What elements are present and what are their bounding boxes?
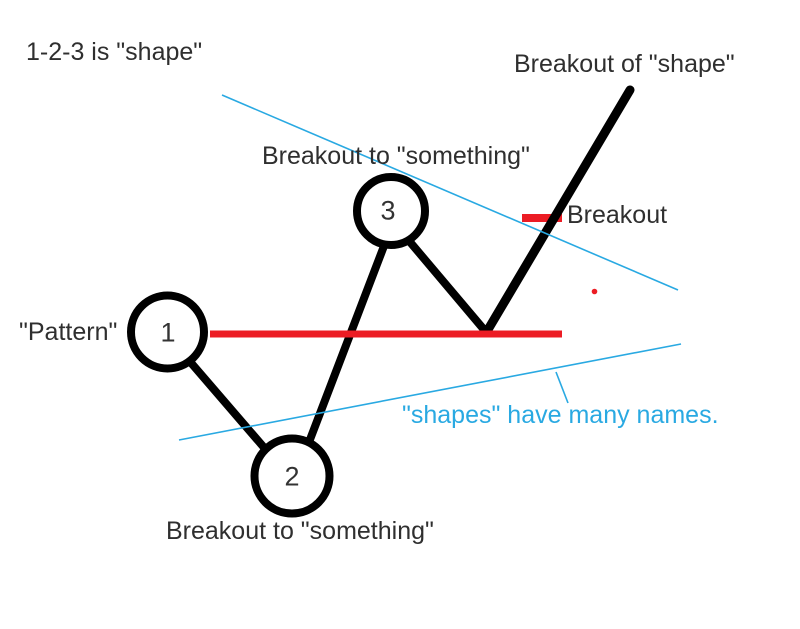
breakout-to-something-bottom-label: Breakout to "something" — [166, 517, 434, 545]
swing-line-3-low — [406, 238, 490, 336]
point-1-circle — [127, 291, 208, 373]
lower-trendline — [178, 343, 682, 441]
swing-line-2-3 — [302, 242, 388, 454]
breakout-of-shape-label: Breakout of "shape" — [514, 50, 735, 78]
point-2-circle — [250, 434, 334, 518]
breakout-marker-label: Breakout — [567, 201, 668, 229]
point-1-number: 1 — [160, 317, 176, 348]
upper-trendline — [221, 94, 679, 291]
point-3-circle — [353, 173, 429, 249]
pattern-label: "Pattern" — [19, 318, 118, 346]
breakout-to-something-top-label: Breakout to "something" — [262, 142, 530, 170]
breakout-line — [481, 85, 635, 338]
point-3-number: 3 — [380, 195, 396, 226]
shape-title-label: 1-2-3 is "shape" — [26, 38, 203, 66]
point-2-number: 2 — [284, 461, 300, 492]
note-leader-line — [555, 371, 569, 404]
shapes-note-label: "shapes" have many names. — [402, 401, 719, 429]
red-dot — [591, 288, 598, 295]
swing-line-1-2 — [182, 353, 271, 455]
